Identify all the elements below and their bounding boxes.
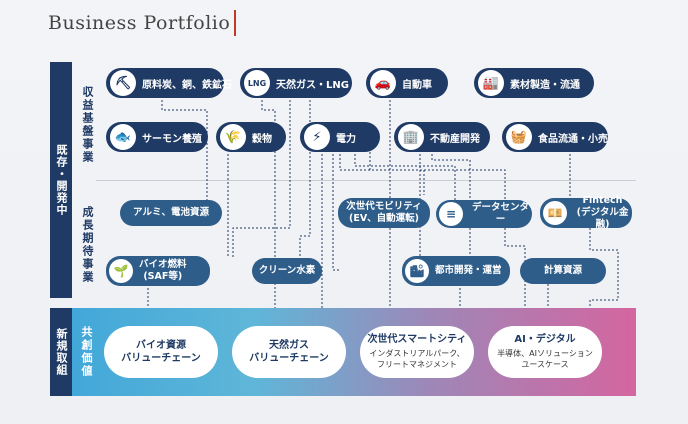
pill-automobile: 🚗 自動車 [366,68,448,98]
sprout-icon: 🌱 [109,259,133,283]
money-icon: 💴 [543,201,567,225]
battery-icon: ⚡ [304,124,330,150]
growth-expected-label: 成長期待事業 [81,206,94,284]
city-icon: 🏙 [405,259,429,283]
wheat-icon: 🌾 [220,124,246,150]
basket-icon: 🧺 [506,124,532,150]
lng-tank-icon: LNG [244,70,270,96]
pill-coal-copper-iron: ⛏ 原料炭、銅、鉄鉱石 [106,68,232,98]
building-icon: 🏢 [398,124,424,150]
page-title: Business Portfolio [48,12,231,34]
pill-real-estate: 🏢 不動産開発 [394,122,490,152]
section-divider [96,180,636,181]
mine-cart-icon: ⛏ [110,70,136,96]
pill-biofuel: 🌱 バイオ燃料 (SAF等) [106,256,210,286]
revenue-base-label: 収益基盤事業 [81,86,94,164]
pill-power: ⚡ 電力 [300,122,380,152]
pill-salmon: 🐟 サーモン養殖 [106,122,208,152]
existing-label: 既存・開発中 [50,62,72,298]
car-icon: 🚗 [370,70,396,96]
pill-natural-gas-lng: LNG 天然ガス・LNG [240,68,352,98]
fish-icon: 🐟 [110,124,136,150]
pill-fintech: 💴 Fintech (デジタル金融) [540,195,632,230]
pill-aluminium-battery: アルミ、電池資源 [120,200,222,226]
value-chain-gas: 天然ガス バリューチェーン [232,326,346,378]
pill-food-retail: 🧺 食品流通・小売 [502,122,608,152]
database-icon: ≡ [439,202,463,226]
value-chain-ai-digital: AI・デジタル 半導体、AIソリューション ユースケース [488,326,602,378]
pill-data-center: ≡ データセンター [436,200,532,228]
pill-next-gen-mobility: 次世代モビリティ (EV、自動運転) [338,198,430,228]
factory-icon: 🏭 [478,70,504,96]
pill-materials: 🏭 素材製造・流通 [474,68,594,98]
pill-grain: 🌾 穀物 [216,122,286,152]
co-creation-label: 共創価値 [80,326,93,378]
new-initiatives-label: 新規取組 [50,308,72,396]
pill-clean-hydrogen: クリーン水素 [252,258,322,284]
value-chain-bio: バイオ資源 バリューチェーン [104,326,218,378]
pill-urban-development: 🏙 都市開発・運営 [402,256,510,286]
value-chain-smart-city: 次世代スマートシティ インダストリアルパーク、 フリートマネジメント [360,326,474,378]
pill-compute-resources: 計算資源 [520,258,606,284]
title-accent-bar [234,10,236,36]
